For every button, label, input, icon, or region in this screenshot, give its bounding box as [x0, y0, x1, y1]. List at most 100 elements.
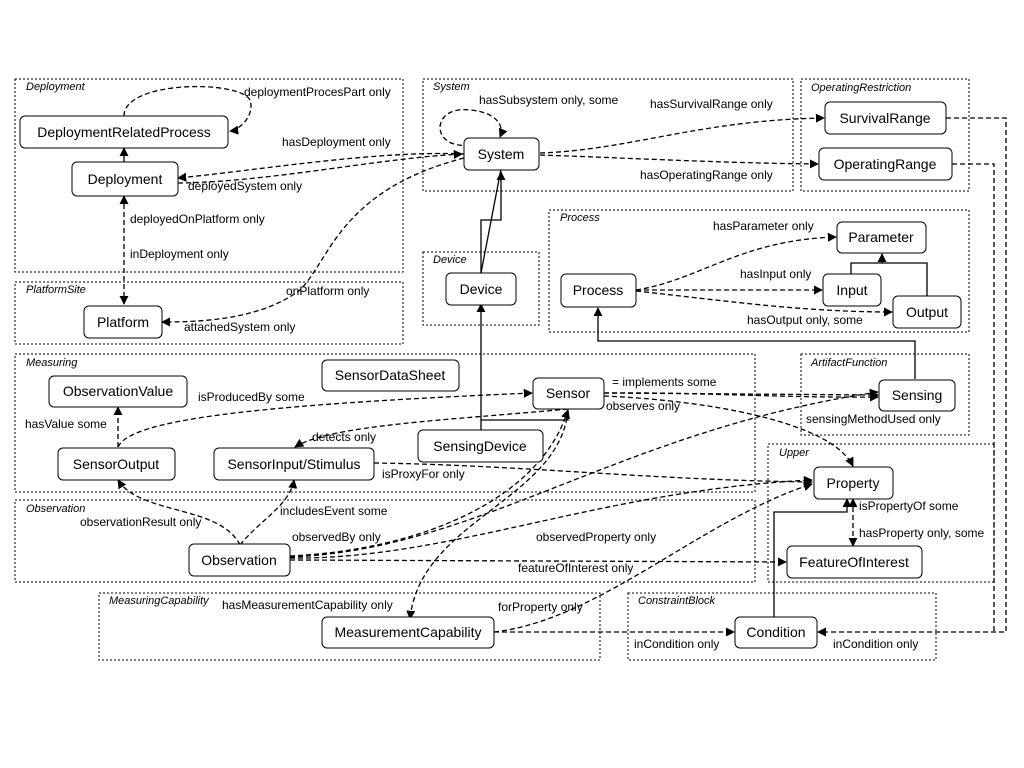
edge-label: hasProperty only, some [859, 526, 984, 540]
node-system[interactable]: System [463, 137, 540, 171]
edge-label: hasDeployment only [282, 135, 391, 149]
node-deployment-related-process[interactable]: DeploymentRelatedProcess [19, 115, 229, 149]
node-sensor-output[interactable]: SensorOutput [57, 447, 176, 481]
module-system: System [422, 78, 794, 192]
edge-label: observationResult only [80, 515, 201, 529]
edge-label: isProducedBy some [198, 390, 305, 404]
module-label: MeasuringCapability [109, 595, 210, 607]
module-process: Process [548, 209, 970, 333]
module-label: Deployment [26, 81, 86, 93]
module-label: Measuring [26, 357, 78, 369]
node-output[interactable]: Output [892, 295, 962, 329]
node-platform[interactable]: Platform [83, 305, 163, 339]
edge-label: isProxyFor only [382, 467, 465, 481]
edge-label: deploymentProcesPart only [244, 85, 391, 99]
module-constraint-block: ConstraintBlock [627, 592, 937, 661]
node-sensor[interactable]: Sensor [532, 377, 605, 410]
node-label: SensorOutput [73, 456, 159, 472]
node-observation-value[interactable]: ObservationValue [48, 375, 188, 408]
node-label: Output [906, 304, 948, 320]
edge-label: observedBy only [292, 530, 381, 544]
node-survival-range[interactable]: SurvivalRange [824, 101, 947, 135]
module-label: Observation [26, 503, 85, 515]
edge-label: forProperty only [498, 600, 583, 614]
node-sensing-device[interactable]: SensingDevice [417, 429, 544, 463]
node-label: Deployment [88, 171, 163, 187]
node-label: SurvivalRange [839, 110, 930, 126]
edge-label: observedProperty only [536, 530, 656, 544]
module-measuring-capability: MeasuringCapability [98, 592, 601, 661]
node-label: Condition [746, 624, 805, 640]
edge-label: inCondition only [833, 637, 918, 651]
node-label: OperatingRange [834, 156, 937, 172]
module-measuring: Measuring [14, 353, 756, 493]
edge-label: hasSubsystem only, some [479, 93, 618, 107]
edge-label: hasSurvivalRange only [650, 97, 773, 111]
edge-label: includesEvent some [280, 504, 388, 518]
node-property[interactable]: Property [813, 466, 894, 500]
module-label: ConstraintBlock [638, 595, 716, 607]
node-sensor-data-sheet[interactable]: SensorDataSheet [321, 359, 460, 392]
edge-label: hasOutput only, some [747, 313, 863, 327]
module-label: Process [560, 212, 600, 224]
node-device[interactable]: Device [445, 272, 517, 306]
node-feature-of-interest[interactable]: FeatureOfInterest [786, 545, 923, 579]
node-input[interactable]: Input [822, 273, 882, 307]
node-operating-range[interactable]: OperatingRange [818, 147, 953, 181]
node-sensor-input-stimulus[interactable]: SensorInput/Stimulus [213, 447, 375, 481]
module-operating-restriction: OperatingRestriction [800, 78, 970, 192]
edge-label: inCondition only [634, 637, 719, 651]
node-label: Property [827, 475, 880, 491]
node-deployment[interactable]: Deployment [71, 161, 179, 197]
module-upper: Upper [767, 443, 995, 583]
node-observation[interactable]: Observation [188, 543, 291, 577]
module-label: System [433, 81, 470, 93]
node-process[interactable]: Process [560, 273, 637, 308]
edge-label: detects only [312, 430, 376, 444]
node-label: Process [573, 282, 624, 298]
edge-label: hasOperatingRange only [640, 168, 773, 182]
edge-label: deployedOnPlatform only [130, 212, 265, 226]
node-label: FeatureOfInterest [799, 554, 909, 570]
node-condition[interactable]: Condition [734, 616, 818, 649]
edge-label: = implements some [612, 375, 717, 389]
node-label: Sensor [546, 385, 591, 401]
edge-label: deployedSystem only [188, 179, 302, 193]
node-label: Parameter [848, 229, 914, 245]
edge-label: isPropertyOf some [859, 499, 959, 513]
module-artifact-function: ArtifactFunction [800, 353, 970, 436]
module-label: Device [433, 254, 467, 266]
edge-label: hasInput only [740, 267, 811, 281]
node-label: Input [836, 282, 867, 298]
edge-label: onPlatform only [286, 284, 369, 298]
module-deployment: Deployment [14, 78, 404, 273]
module-platform-site: PlatformSite [14, 281, 404, 345]
edge-label: observes only [606, 399, 680, 413]
node-label: Observation [201, 552, 276, 568]
node-label: SensorInput/Stimulus [227, 456, 360, 472]
node-label: ObservationValue [63, 383, 173, 399]
node-label: DeploymentRelatedProcess [37, 124, 211, 140]
module-label: OperatingRestriction [811, 82, 911, 94]
module-label: ArtifactFunction [810, 357, 887, 369]
edge-label: hasValue some [25, 417, 107, 431]
node-label: SensorDataSheet [335, 367, 446, 383]
edge-labels: deploymentProcesPart only hasDeployment … [25, 85, 984, 651]
edge-label: hasMeasurementCapability only [222, 598, 393, 612]
node-sensing[interactable]: Sensing [878, 379, 956, 412]
node-label: System [478, 146, 525, 162]
property-edges [113, 85, 1007, 637]
node-label: Sensing [892, 387, 943, 403]
node-parameter[interactable]: Parameter [836, 221, 927, 254]
node-label: SensingDevice [433, 438, 527, 454]
edge-label: inDeployment only [130, 247, 229, 261]
edge-label: hasParameter only [713, 219, 814, 233]
edge-label: attachedSystem only [184, 320, 295, 334]
module-observation: Observation [14, 499, 756, 583]
node-label: Device [460, 281, 503, 297]
edge-label: featureOfInterest only [518, 561, 633, 575]
edge-label: sensingMethodUsed only [806, 412, 941, 426]
module-label: Upper [779, 447, 810, 459]
node-measurement-capability[interactable]: MeasurementCapability [321, 616, 495, 649]
